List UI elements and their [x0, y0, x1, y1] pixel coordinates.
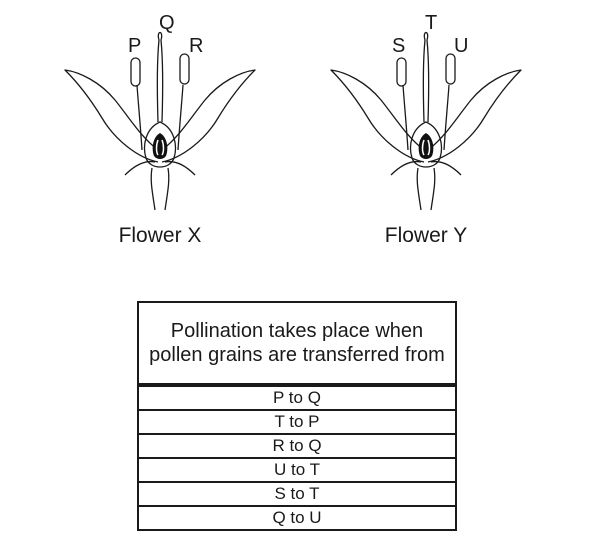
flower-x-caption: Flower X — [118, 224, 202, 247]
table-row-option-4: U to T — [139, 457, 455, 481]
stigma-label-t: T — [425, 12, 438, 34]
flower-y-caption: Flower Y — [384, 224, 468, 247]
table-row-option-6: Q to U — [139, 505, 455, 529]
stamen-label-u: U — [454, 35, 469, 57]
stamen-label-s: S — [392, 35, 406, 57]
table-row-option-2: T to P — [139, 409, 455, 433]
table-row-option-1: P to Q — [139, 385, 455, 409]
flower-x: P Q R Flower X — [60, 0, 260, 260]
table-header-line-2: pollen grains are transferred from — [149, 344, 445, 366]
stamen-label-r: R — [189, 35, 204, 57]
stamen-label-p: P — [128, 35, 142, 57]
flower-y-drawing — [330, 31, 522, 211]
flower-x-drawing — [64, 31, 256, 211]
table-row-option-5: S to T — [139, 481, 455, 505]
table-row-option-3: R to Q — [139, 433, 455, 457]
stigma-label-q: Q — [159, 12, 175, 34]
flower-y: S T U Flower Y — [326, 0, 526, 260]
table-header-line-1: Pollination takes place when — [170, 320, 424, 342]
